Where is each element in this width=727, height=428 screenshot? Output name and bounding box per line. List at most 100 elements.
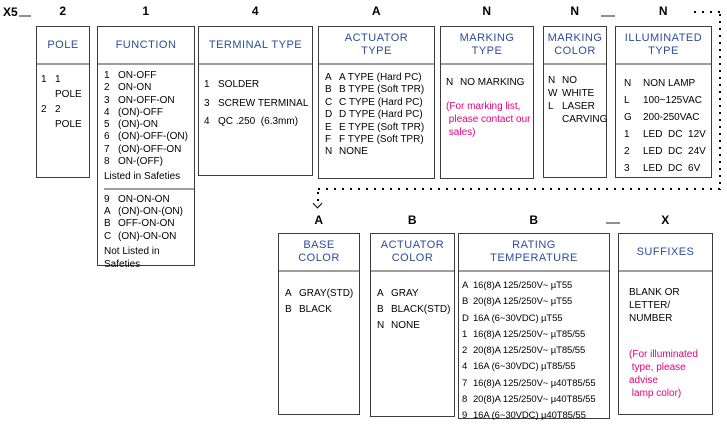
option-code: F xyxy=(325,134,332,146)
section-title: ILLUMINATED TYPE xyxy=(616,27,711,65)
option-code: B xyxy=(104,218,111,230)
option-row: A(ON)-ON-(ON) xyxy=(104,206,194,218)
option-label: GRAY xyxy=(391,288,419,299)
option-code: A xyxy=(462,280,469,291)
option-code: N xyxy=(377,320,385,331)
option-label: ON-(OFF) xyxy=(118,156,163,168)
option-label: ON-OFF xyxy=(118,70,157,81)
option-code: D xyxy=(325,109,333,121)
option-label: E TYPE (Soft TPR) xyxy=(339,121,425,133)
option-code: 2 xyxy=(104,82,110,94)
option-label: BLACK xyxy=(299,303,332,315)
option-code: 1 xyxy=(104,70,110,81)
option-code: 5 xyxy=(104,119,110,131)
option-label: OFF-ON-ON xyxy=(118,218,175,230)
option-row: B OFF-ON-ON xyxy=(104,218,194,230)
option-code: 1 xyxy=(204,79,210,90)
option-label: SOLDER xyxy=(218,79,260,90)
dash-separator xyxy=(606,222,620,224)
code-label-pole: 2 xyxy=(59,4,67,18)
option-code: 1 xyxy=(41,74,47,85)
option-code: 8 xyxy=(462,394,468,406)
option-row: 1 SOLDER xyxy=(204,76,312,95)
section-title: MARKING TYPE xyxy=(441,27,533,65)
code-label-base-color: A xyxy=(314,213,324,227)
option-label: 16A (6~30VDC) µ40T85/55 xyxy=(473,410,586,422)
section-title: MARKING COLOR xyxy=(544,27,606,65)
option-row: 4 (ON)-OFF xyxy=(104,107,194,119)
option-label: (ON)-ON-ON xyxy=(118,230,177,242)
section-options: A GRAY(STD) B BLACK xyxy=(279,272,359,317)
option-label: ON-OFF-ON xyxy=(118,94,175,106)
dash-separator xyxy=(19,15,31,17)
code-label-rating: B xyxy=(529,213,539,227)
section-title: ACTUATOR COLOR xyxy=(371,234,454,272)
option-label: A TYPE (Hard PC) xyxy=(339,72,422,83)
option-code: N xyxy=(548,75,556,86)
section-title: ACTUATOR TYPE xyxy=(319,27,434,65)
option-code: 4 xyxy=(104,106,110,118)
option-code: A xyxy=(285,288,292,299)
note-text: Listed in Safeties xyxy=(104,171,181,183)
group-divider xyxy=(104,187,194,190)
option-code: N xyxy=(325,146,333,158)
option-label: NONE xyxy=(391,320,420,331)
option-label: (ON)-ON xyxy=(118,119,158,131)
dotted-connector-top xyxy=(694,11,725,13)
option-code: 8 xyxy=(104,156,110,168)
section-title: TERMINAL TYPE xyxy=(199,27,312,65)
option-label: (ON)-OFF-ON xyxy=(118,143,182,155)
option-label: (ON)-OFF xyxy=(118,106,163,118)
section-options: BLANK OR LETTER/ NUMBER(For illuminated … xyxy=(619,272,712,400)
option-label: 16A (6~30VDC) µT85/55 xyxy=(473,361,576,373)
option-row: 6(ON)-OFF-(ON) xyxy=(104,131,194,143)
option-code: 2 xyxy=(41,104,47,115)
option-label: 16(8)A 125/250V~ µT55 xyxy=(473,280,573,291)
option-code: W xyxy=(548,88,558,99)
option-code: B xyxy=(285,303,292,315)
option-code: 1 xyxy=(624,129,630,140)
option-label: 20(8)A 125/250V~ µ40T85/55 xyxy=(473,394,596,406)
option-code: B xyxy=(377,304,384,315)
option-label: LED DC 12V xyxy=(643,129,706,140)
option-code: 7 xyxy=(104,143,110,155)
code-label-function: 1 xyxy=(142,4,150,18)
option-label: 16(8)A 125/250V~ µ40T85/55 xyxy=(473,377,596,389)
section-title: FUNCTION xyxy=(98,27,194,65)
option-label: LED DC 6V xyxy=(643,163,701,174)
dotted-connector-stub xyxy=(317,192,319,202)
option-code: D xyxy=(462,312,469,324)
option-label: GRAY(STD) xyxy=(299,288,354,299)
option-row: 5 (ON)-ON xyxy=(104,119,194,131)
option-label: NO xyxy=(562,75,577,86)
option-label: 16A (6~30VDC) µT55 xyxy=(473,312,563,324)
option-code: N xyxy=(446,77,454,88)
option-label: BLACK(STD) xyxy=(391,304,451,315)
option-label: WHITE xyxy=(562,88,595,99)
option-label: LASER CARVING xyxy=(562,101,608,125)
option-code: G xyxy=(624,112,632,123)
option-label: 20(8)A 125/250V~ µT85/55 xyxy=(473,345,586,357)
